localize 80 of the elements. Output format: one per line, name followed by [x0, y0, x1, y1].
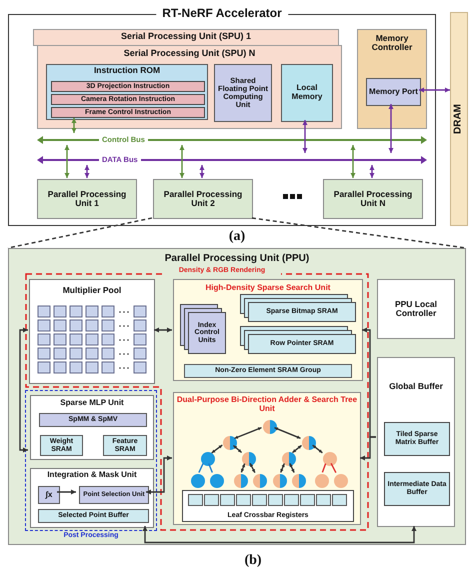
unit-title: Serial Processing Unit (SPU) N	[122, 49, 256, 59]
double-arrow	[64, 145, 70, 178]
double-arrow	[350, 145, 356, 178]
unit-title: Dual-Purpose Bi-Direction Adder & Search Tree Unit	[176, 396, 358, 414]
memory-block: Local Memory	[281, 64, 333, 122]
panel-label: (a)	[228, 229, 246, 245]
unit-title: RT-NeRF Accelerator	[156, 7, 288, 20]
double-arrow	[72, 118, 76, 133]
double-arrow	[312, 444, 323, 454]
controller-block	[357, 29, 427, 129]
unit-title: Memory Controller	[370, 34, 414, 53]
unit-title: Integration & Mask Unit	[46, 471, 138, 480]
controller-block: PPU Local Controller	[377, 279, 455, 339]
tree-node	[315, 474, 329, 488]
connector-line	[322, 463, 326, 473]
memory-port: Memory Port	[366, 78, 421, 106]
connector-line	[330, 462, 337, 474]
spu-card	[33, 29, 339, 46]
tree-node	[273, 474, 287, 488]
tree-node	[191, 474, 205, 488]
double-arrow	[249, 462, 256, 474]
double-arrow	[240, 463, 246, 473]
buffer-frame	[377, 357, 455, 527]
arrow	[57, 490, 76, 494]
double-arrow	[274, 427, 301, 439]
tree-node	[201, 452, 215, 466]
double-arrow	[292, 444, 302, 454]
search-unit-block	[173, 279, 363, 381]
dram-bar: DRAM	[450, 12, 468, 226]
tree-node	[223, 436, 237, 450]
tree-node	[292, 474, 306, 488]
processing-unit: Parallel Processing Unit 1	[37, 179, 137, 219]
tree-node	[234, 474, 248, 488]
processing-unit: Parallel Processing Unit 2	[153, 179, 253, 219]
unit-title: High-Density Sparse Search Unit	[204, 284, 332, 293]
unit-title: Sparse MLP Unit	[59, 399, 125, 408]
tree-node	[210, 474, 224, 488]
double-arrow	[289, 463, 295, 473]
mask-unit-block	[30, 468, 154, 528]
unit-title: Serial Processing Unit (SPU) 1	[120, 32, 252, 42]
connector-line	[208, 463, 213, 473]
tree-node	[323, 452, 337, 466]
tree-node	[253, 474, 267, 488]
double-arrow	[211, 444, 223, 454]
tree-node	[282, 452, 296, 466]
double-arrow	[146, 456, 172, 494]
tree-unit-block	[173, 392, 361, 525]
dashed-connector-line	[252, 217, 466, 249]
unit-title: Global Buffer	[388, 382, 444, 392]
double-arrow	[370, 165, 374, 178]
double-arrow	[302, 120, 308, 153]
mlp-unit-block	[30, 395, 154, 460]
double-arrow	[419, 88, 450, 92]
arrow	[360, 436, 376, 460]
unit-title: Multiplier Pool	[62, 286, 122, 296]
multiplier-pool-block	[29, 279, 155, 384]
processing-unit: Parallel Processing Unit N	[323, 179, 423, 219]
panel-label: (b)	[243, 553, 263, 569]
double-arrow	[142, 526, 416, 544]
spu-card	[37, 45, 342, 129]
double-arrow	[234, 426, 262, 440]
unit-title: Instruction ROM	[92, 66, 162, 76]
double-arrow	[19, 328, 28, 452]
rom-block	[46, 64, 208, 120]
double-arrow	[200, 165, 204, 178]
register-bank	[182, 490, 354, 522]
connector-line	[198, 463, 204, 473]
unit-title: Parallel Processing Unit (PPU)	[164, 253, 310, 264]
double-arrow	[180, 145, 184, 178]
tree-node	[263, 420, 277, 434]
double-arrow	[232, 444, 242, 454]
ppu-panel	[8, 248, 466, 545]
double-arrow	[154, 328, 172, 332]
tree-node	[242, 452, 256, 466]
double-arrow	[388, 104, 394, 153]
integral-block: ∫x	[38, 486, 60, 504]
tree-node	[334, 474, 348, 488]
double-arrow	[84, 165, 90, 178]
tree-node	[302, 436, 316, 450]
double-arrow	[280, 463, 285, 473]
